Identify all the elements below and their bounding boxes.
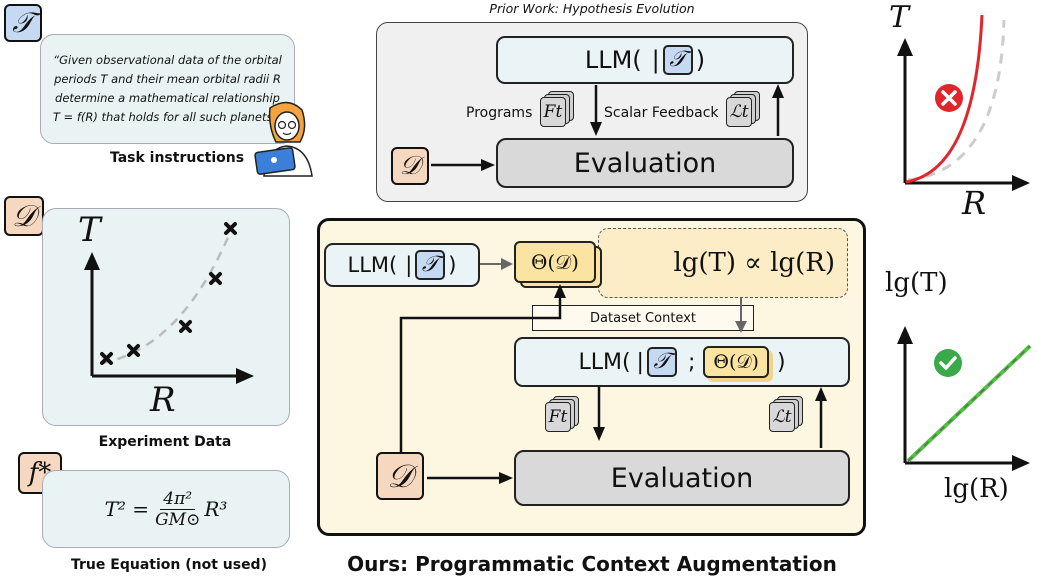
- prior-scalar-label: Scalar Feedback: [604, 105, 719, 121]
- eq-numerator: 4π²: [160, 489, 196, 510]
- ours-llm2-close: ): [776, 349, 786, 375]
- relation-text: lg(T) ∝ lg(R): [673, 248, 835, 278]
- researcher-icon: [254, 101, 313, 177]
- ours-evaluation-box: Evaluation: [514, 450, 850, 506]
- prior-fit-y-label: T: [889, 0, 910, 35]
- prior-programs-symbol: Ft: [540, 97, 566, 127]
- experiment-scatter-plot: [84, 222, 254, 384]
- true-equation: T² = 4π² GM⊙ R³: [105, 489, 228, 530]
- task-instruction-box: “Given observational data of the orbital…: [40, 34, 295, 144]
- ours-llm2-theta: Θ(𝒟): [703, 346, 769, 378]
- prior-loss-stack: ℒt: [726, 91, 760, 127]
- ours-llm2-box: LLM( | 𝒯 ; Θ(𝒟) ): [514, 337, 850, 387]
- relation-box: lg(T) ∝ lg(R): [598, 228, 848, 298]
- data-point: [100, 352, 113, 365]
- experiment-caption: Experiment Data: [98, 434, 232, 450]
- ours-llm-box: LLM( | 𝒯 ): [324, 243, 480, 287]
- ours-fit-x-label: lg(R): [944, 474, 1009, 504]
- data-point: [127, 344, 140, 357]
- data-symbol-tag: 𝒟: [4, 196, 44, 236]
- ours-loss-symbol: ℒt: [769, 402, 795, 432]
- dataset-context-box: Dataset Context: [532, 305, 754, 331]
- prior-llm-label: LLM(: [584, 46, 642, 74]
- true-equation-box: T² = 4π² GM⊙ R³: [42, 470, 290, 548]
- ours-llm-label: LLM(: [347, 253, 398, 277]
- prior-programs-label: Programs: [466, 105, 533, 121]
- task-caption: Task instructions: [109, 150, 245, 166]
- ours-llm2-pipe: |: [636, 349, 644, 375]
- ours-llm-pipe: |: [405, 253, 413, 277]
- fail-icon: [935, 84, 963, 112]
- prior-llm-box: LLM( | 𝒯 ): [496, 36, 794, 84]
- eq-rhs: R³: [204, 497, 228, 521]
- experiment-x-label: R: [150, 380, 176, 420]
- ours-llm2-sep: ;: [687, 349, 696, 375]
- data-point: [209, 272, 222, 285]
- ours-programs-stack: Ft: [545, 396, 579, 432]
- data-point: [224, 222, 237, 235]
- ours-evaluation-label: Evaluation: [610, 462, 754, 494]
- prior-llm-task-symbol: 𝒯: [662, 45, 693, 75]
- ours-llm-close: ): [448, 253, 457, 277]
- prior-fit-x-label: R: [962, 184, 987, 222]
- prior-programs-stack: Ft: [540, 91, 574, 127]
- prior-work-title: Prior Work: Hypothesis Evolution: [489, 1, 695, 16]
- prior-evaluation-box: Evaluation: [496, 138, 794, 188]
- theta-box: Θ(𝒟): [514, 241, 596, 283]
- prior-llm-close: ): [695, 46, 706, 74]
- ours-data-tag: 𝒟: [376, 452, 424, 500]
- ours-fit-y-label: lg(T): [885, 268, 948, 298]
- eq-lhs: T² =: [104, 497, 150, 521]
- ours-fit-plot: [897, 326, 1032, 471]
- prior-evaluation-label: Evaluation: [573, 147, 717, 179]
- prior-data-tag: 𝒟: [391, 147, 429, 185]
- ours-loss-stack: ℒt: [769, 396, 803, 432]
- prior-loss-symbol: ℒt: [726, 97, 752, 127]
- ours-arrows: [399, 258, 827, 484]
- ours-llm-task-symbol: 𝒯: [415, 250, 446, 280]
- prior-fit-plot: [897, 14, 1030, 191]
- task-instruction-text: “Given observational data of the orbital…: [52, 53, 283, 124]
- prior-llm-pipe: |: [651, 46, 660, 74]
- data-point: [179, 320, 192, 333]
- ours-caption: Ours: Programmatic Context Augmentation: [347, 552, 837, 576]
- ours-programs-symbol: Ft: [545, 402, 571, 432]
- true-equation-caption: True Equation (not used): [71, 557, 267, 573]
- prior-arrows: [431, 84, 784, 171]
- ours-llm2-label: LLM(: [578, 349, 631, 375]
- experiment-data-box: [42, 208, 290, 426]
- task-symbol-tag: 𝒯: [4, 4, 42, 42]
- ours-llm2-task-symbol: 𝒯: [646, 347, 677, 377]
- dataset-context-label: Dataset Context: [590, 310, 696, 326]
- success-icon: [934, 349, 962, 377]
- eq-denominator: GM⊙: [155, 509, 201, 530]
- experiment-y-label: T: [78, 210, 101, 250]
- eq-fraction: 4π² GM⊙: [155, 489, 200, 530]
